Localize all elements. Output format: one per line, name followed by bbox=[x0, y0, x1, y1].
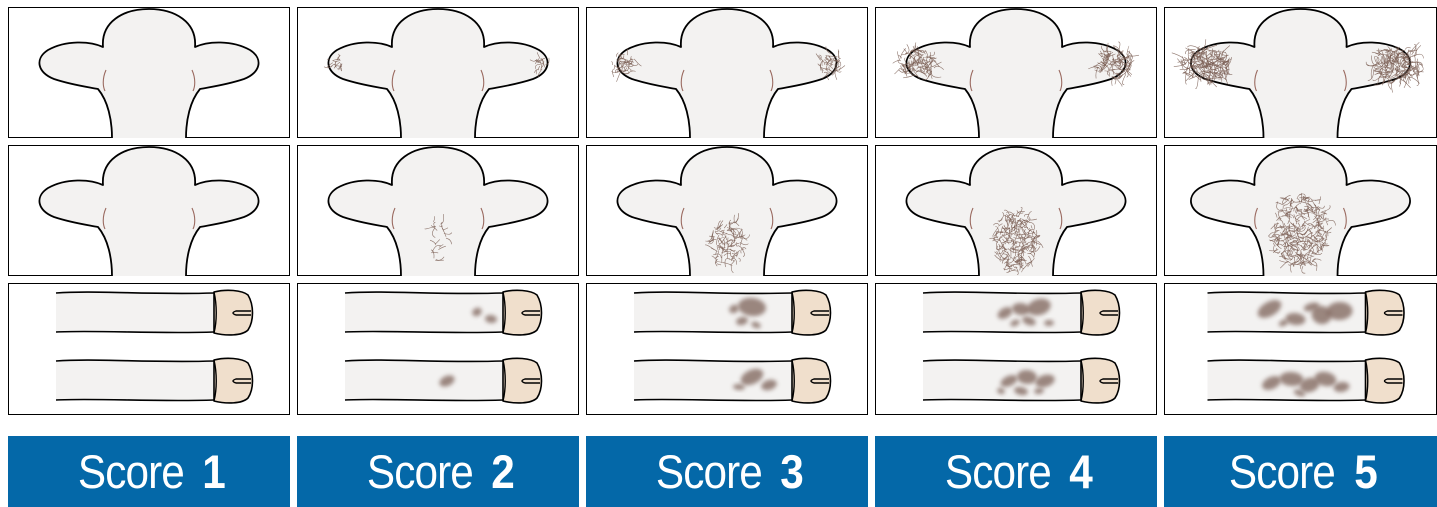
lower-leg bbox=[56, 358, 253, 403]
score-number: 2 bbox=[492, 448, 515, 495]
score-2-label: Score 2 bbox=[297, 436, 579, 507]
leg-body bbox=[56, 292, 214, 333]
score-number: 5 bbox=[1354, 448, 1377, 495]
leg-patch-panel-score-1 bbox=[9, 284, 290, 415]
score-word: Score bbox=[655, 448, 761, 495]
neck-hair-panel-score-1 bbox=[9, 146, 290, 277]
ear-hair-panel-score-4 bbox=[876, 8, 1157, 139]
ear-hair-panel-score-2 bbox=[298, 8, 579, 139]
score-word: Score bbox=[1229, 448, 1335, 495]
leg-patch-panel-score-4 bbox=[876, 284, 1157, 415]
ear-hair-panel-score-1 bbox=[9, 8, 290, 139]
leg-patch-panel-score-2 bbox=[298, 284, 579, 415]
ear-hair-panel-score-5 bbox=[1165, 8, 1437, 139]
leg-body bbox=[634, 292, 792, 333]
neck-hair-panel-score-4 bbox=[876, 146, 1157, 277]
score-word: Score bbox=[77, 448, 183, 495]
score-word: Score bbox=[944, 448, 1050, 495]
neck-hair-panel-score-2 bbox=[298, 146, 579, 277]
score-4-label: Score 4 bbox=[875, 436, 1157, 507]
score-illustration-grid bbox=[0, 0, 1437, 430]
score-5-label: Score 5 bbox=[1164, 436, 1437, 507]
score-number: 1 bbox=[203, 448, 226, 495]
ear-hair-panel-score-3 bbox=[587, 8, 868, 139]
score-3-label: Score 3 bbox=[586, 436, 868, 507]
leg-patch-panel-score-3 bbox=[587, 284, 868, 415]
neck-hair-panel-score-5 bbox=[1165, 146, 1437, 277]
score-number: 4 bbox=[1070, 448, 1093, 495]
neck-hair-panel-score-3 bbox=[587, 146, 868, 277]
leg-body bbox=[345, 360, 503, 401]
upper-leg bbox=[56, 290, 253, 335]
score-1-label: Score 1 bbox=[8, 436, 290, 507]
upper-leg bbox=[345, 290, 542, 335]
upper-leg bbox=[1208, 290, 1405, 335]
score-word: Score bbox=[366, 448, 472, 495]
lower-leg bbox=[634, 358, 831, 403]
leg-patch-panel-score-5 bbox=[1165, 284, 1437, 415]
score-number: 3 bbox=[781, 448, 804, 495]
leg-body bbox=[56, 360, 214, 401]
